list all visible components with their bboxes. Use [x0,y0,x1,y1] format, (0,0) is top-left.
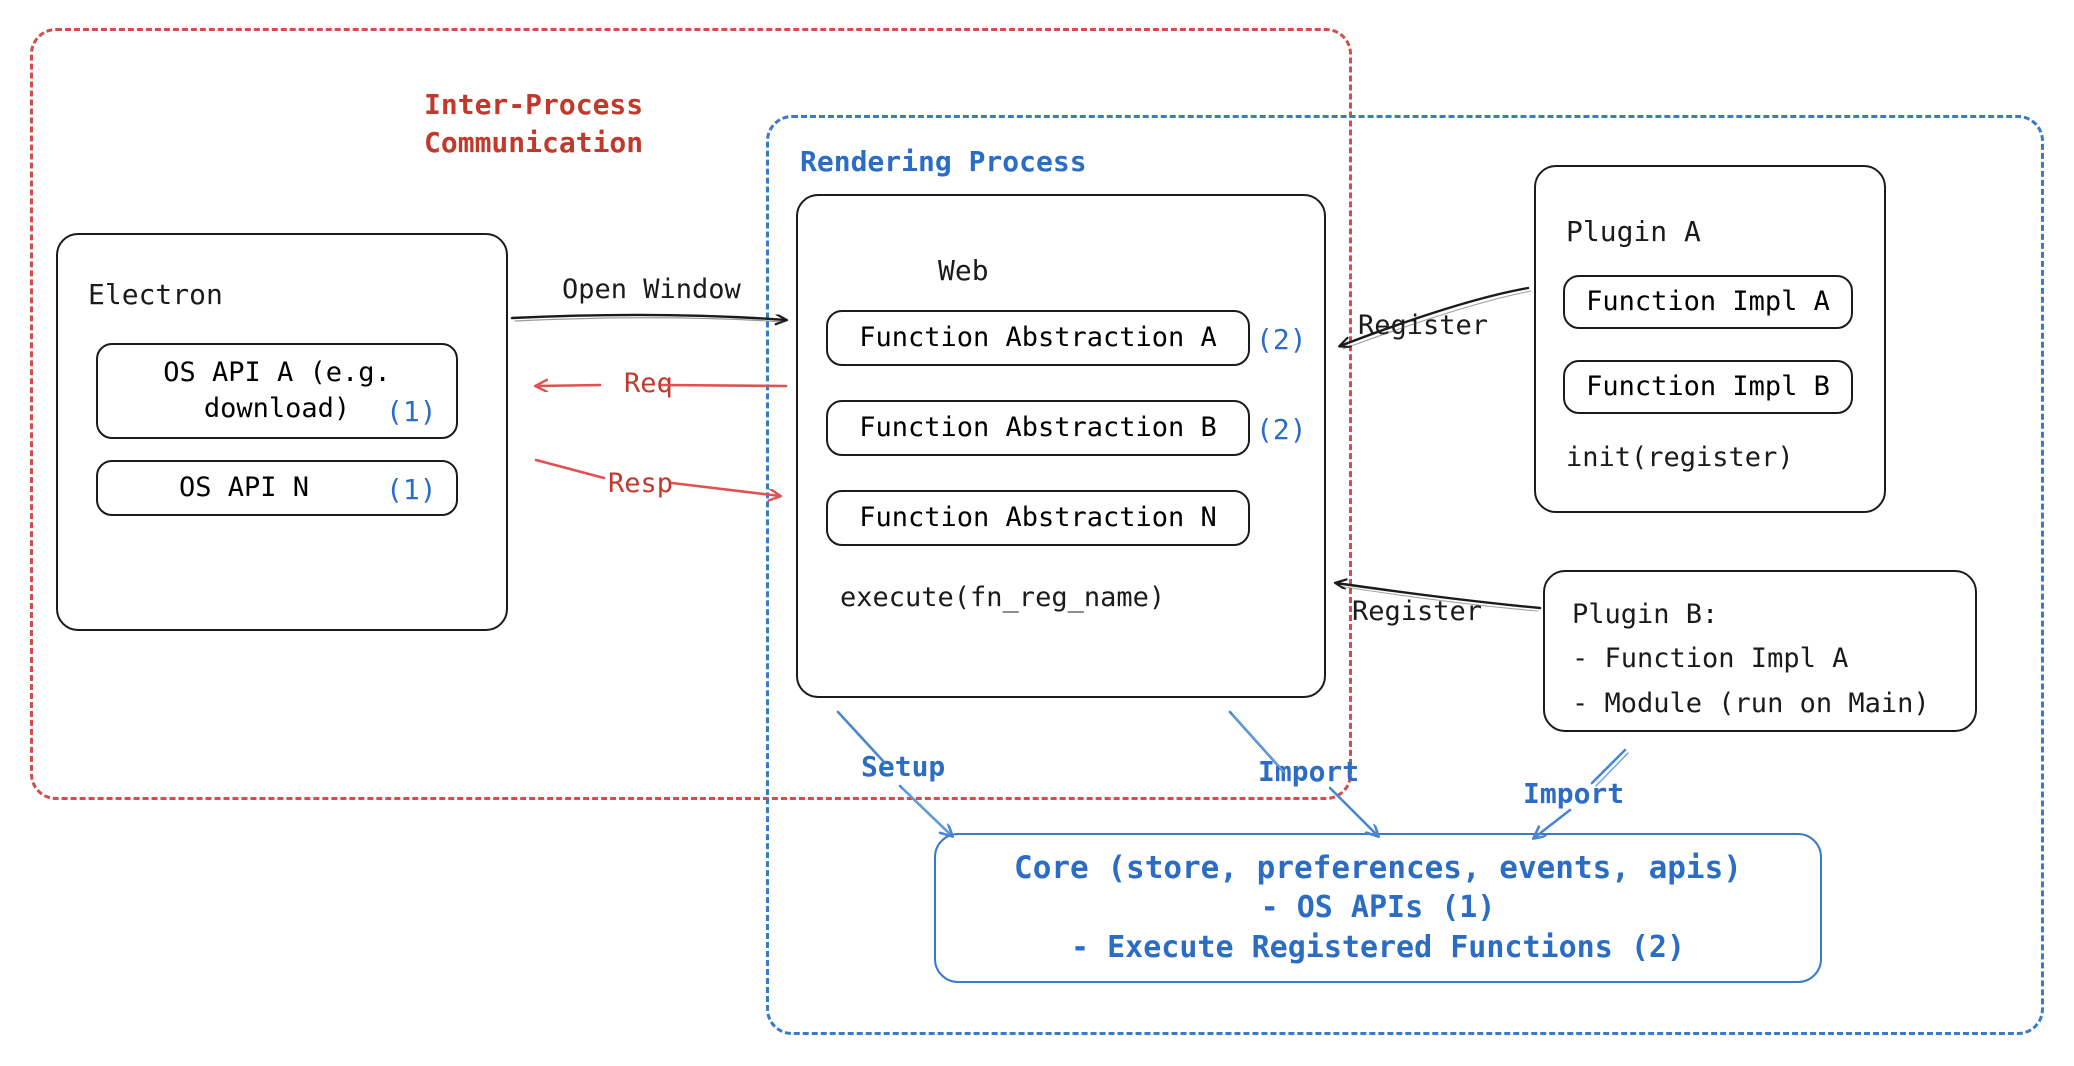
function-abstraction-a-box[interactable]: Function Abstraction A [826,310,1250,366]
core-line-2: - OS APIs (1) [1260,890,1496,925]
os-api-a-marker: (1) [386,395,437,428]
function-impl-a-box[interactable]: Function Impl A [1563,275,1853,329]
core-line-1: Core (store, preferences, events, apis) [1014,850,1742,886]
function-abstraction-n-box[interactable]: Function Abstraction N [826,490,1250,546]
function-impl-b-label: Function Impl B [1586,371,1830,402]
function-impl-b-box[interactable]: Function Impl B [1563,360,1853,414]
core-box: Core (store, preferences, events, apis) … [934,833,1822,983]
edge-label-import-plugin-b: Import [1523,777,1625,810]
function-abstraction-b-marker: (2) [1256,413,1307,446]
edge-label-req: Req [624,368,673,399]
plugin-b-box [1543,570,1977,732]
edge-label-open-window: Open Window [562,274,741,305]
plugin-a-title: Plugin A [1566,215,1701,248]
function-abstraction-b-box[interactable]: Function Abstraction B [826,400,1250,456]
plugin-b-item-1: - Module (run on Main) [1572,688,1930,719]
function-abstraction-a-label: Function Abstraction A [859,322,1217,353]
os-api-a-label: OS API A (e.g. download) [163,357,391,424]
os-api-n-box[interactable]: OS API N [96,460,458,516]
electron-title: Electron [88,278,223,311]
web-title: Web [938,254,989,287]
os-api-n-marker: (1) [386,473,437,506]
edge-label-resp: Resp [608,468,674,499]
plugin-a-box [1534,165,1886,513]
plugin-a-init-label: init(register) [1566,442,1794,473]
group-ipc-label-line1: Inter-Process [424,88,644,121]
edge-label-register-plugin-b: Register [1352,596,1483,627]
function-abstraction-a-marker: (2) [1256,323,1307,356]
os-api-a-box[interactable]: OS API A (e.g. download) [96,343,458,439]
group-inter-process-communication [30,28,1352,800]
edge-label-register-plugin-a: Register [1358,310,1489,341]
web-execute-method: execute(fn_reg_name) [840,582,1166,613]
function-abstraction-n-label: Function Abstraction N [859,502,1217,533]
os-api-n-label: OS API N [178,472,310,503]
plugin-b-item-0: - Function Impl A [1572,643,1849,674]
plugin-b-title: Plugin B: [1572,599,1719,630]
function-impl-a-label: Function Impl A [1586,286,1830,317]
core-line-3: - Execute Registered Functions (2) [1070,930,1686,965]
edge-label-setup: Setup [861,750,946,783]
function-abstraction-b-label: Function Abstraction B [859,412,1217,443]
group-ipc-label-line2: Communication [424,126,644,159]
group-rendering-process [766,115,2044,1035]
edge-label-import-web: Import [1258,755,1360,788]
group-rendering-process-label: Rendering Process [800,145,1087,178]
